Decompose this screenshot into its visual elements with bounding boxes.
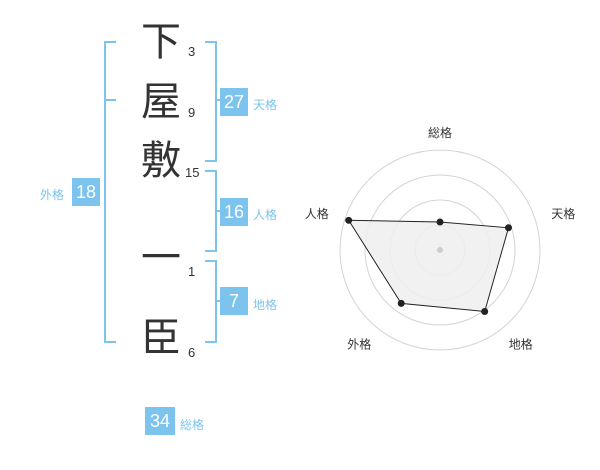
name-char-3: 敷: [141, 138, 181, 184]
tenkaku-bracket: [205, 41, 217, 162]
chikaku-label: 地格: [253, 298, 278, 312]
gaikaku-value: 18: [72, 178, 100, 206]
name-char-5: 臣: [141, 315, 181, 361]
radar-point-3: [481, 307, 489, 315]
radar-axis-label-5: 人格: [305, 206, 329, 221]
radar-point-2: [504, 224, 512, 232]
radar-grid-ring: [339, 149, 541, 351]
radar-point-5: [345, 216, 353, 224]
stroke-count-2: 9: [188, 105, 196, 120]
soukaku-label: 総格: [180, 418, 205, 432]
radar-series-polygon: [347, 219, 510, 313]
radar-axis-label-1: 総格: [428, 125, 452, 140]
gaikaku-label: 外格: [40, 188, 65, 202]
radar-axis-label-2: 天格: [551, 206, 575, 221]
chikaku-value: 7: [220, 287, 248, 315]
stroke-count-5: 6: [188, 345, 196, 360]
stroke-count-3: 15: [185, 165, 200, 180]
soukaku-value: 34: [145, 407, 175, 435]
stroke-count-1: 3: [188, 44, 196, 59]
stroke-count-4: 1: [188, 264, 196, 279]
tenkaku-value: 27: [220, 88, 248, 116]
chikaku-bracket-tick: [215, 300, 221, 302]
tenkaku-bracket-tick: [215, 99, 221, 101]
radar-point-4: [397, 299, 405, 307]
jinkaku-label: 人格: [253, 208, 278, 222]
radar-point-1: [436, 218, 444, 226]
name-char-2: 屋: [141, 79, 181, 125]
gaikaku-bracket: [104, 41, 116, 343]
radar-axis-label-3: 地格: [509, 337, 533, 352]
radar-center-dot: [437, 247, 443, 253]
name-char-1: 下: [141, 19, 181, 65]
radar-axis-label-4: 外格: [347, 337, 371, 352]
tenkaku-label: 天格: [253, 98, 278, 112]
jinkaku-bracket-tick: [215, 210, 221, 212]
jinkaku-value: 16: [220, 198, 248, 226]
radar-grid-ring: [364, 174, 516, 326]
name-char-4: 一: [141, 235, 181, 281]
gaikaku-bracket-tick: [104, 99, 116, 101]
